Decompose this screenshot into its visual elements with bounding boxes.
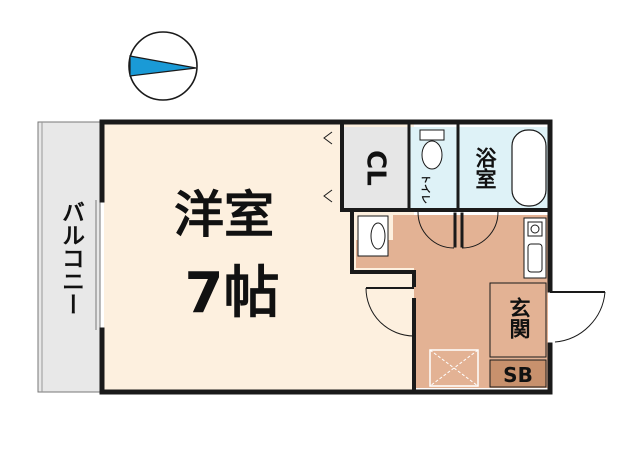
stove-icon xyxy=(527,221,543,237)
walls xyxy=(99,119,553,395)
closet-label: CL xyxy=(361,150,391,186)
kitchen-sink-icon xyxy=(527,243,543,273)
toilet-icon xyxy=(419,129,445,170)
entrance-label: 玄関 xyxy=(507,296,531,340)
closet xyxy=(344,127,408,209)
washer-pan-icon xyxy=(429,349,479,387)
western-room-label-line2: 7帖 xyxy=(185,261,280,326)
toilet-label: トイレ xyxy=(419,174,431,204)
shoe-box-label: SB xyxy=(503,363,533,387)
western-room-label-line1: 洋室 xyxy=(174,186,274,244)
washbasin-icon xyxy=(357,215,389,257)
bathroom-label: 浴室 xyxy=(473,147,497,189)
kitchen-counter xyxy=(523,217,547,279)
bathtub-icon xyxy=(511,129,547,207)
balcony xyxy=(37,121,101,393)
shoe-box xyxy=(489,359,547,388)
door-swings xyxy=(323,131,606,343)
balcony-label: バルコニー xyxy=(58,201,85,316)
compass-icon xyxy=(128,31,198,101)
entrance-platform xyxy=(489,282,547,358)
